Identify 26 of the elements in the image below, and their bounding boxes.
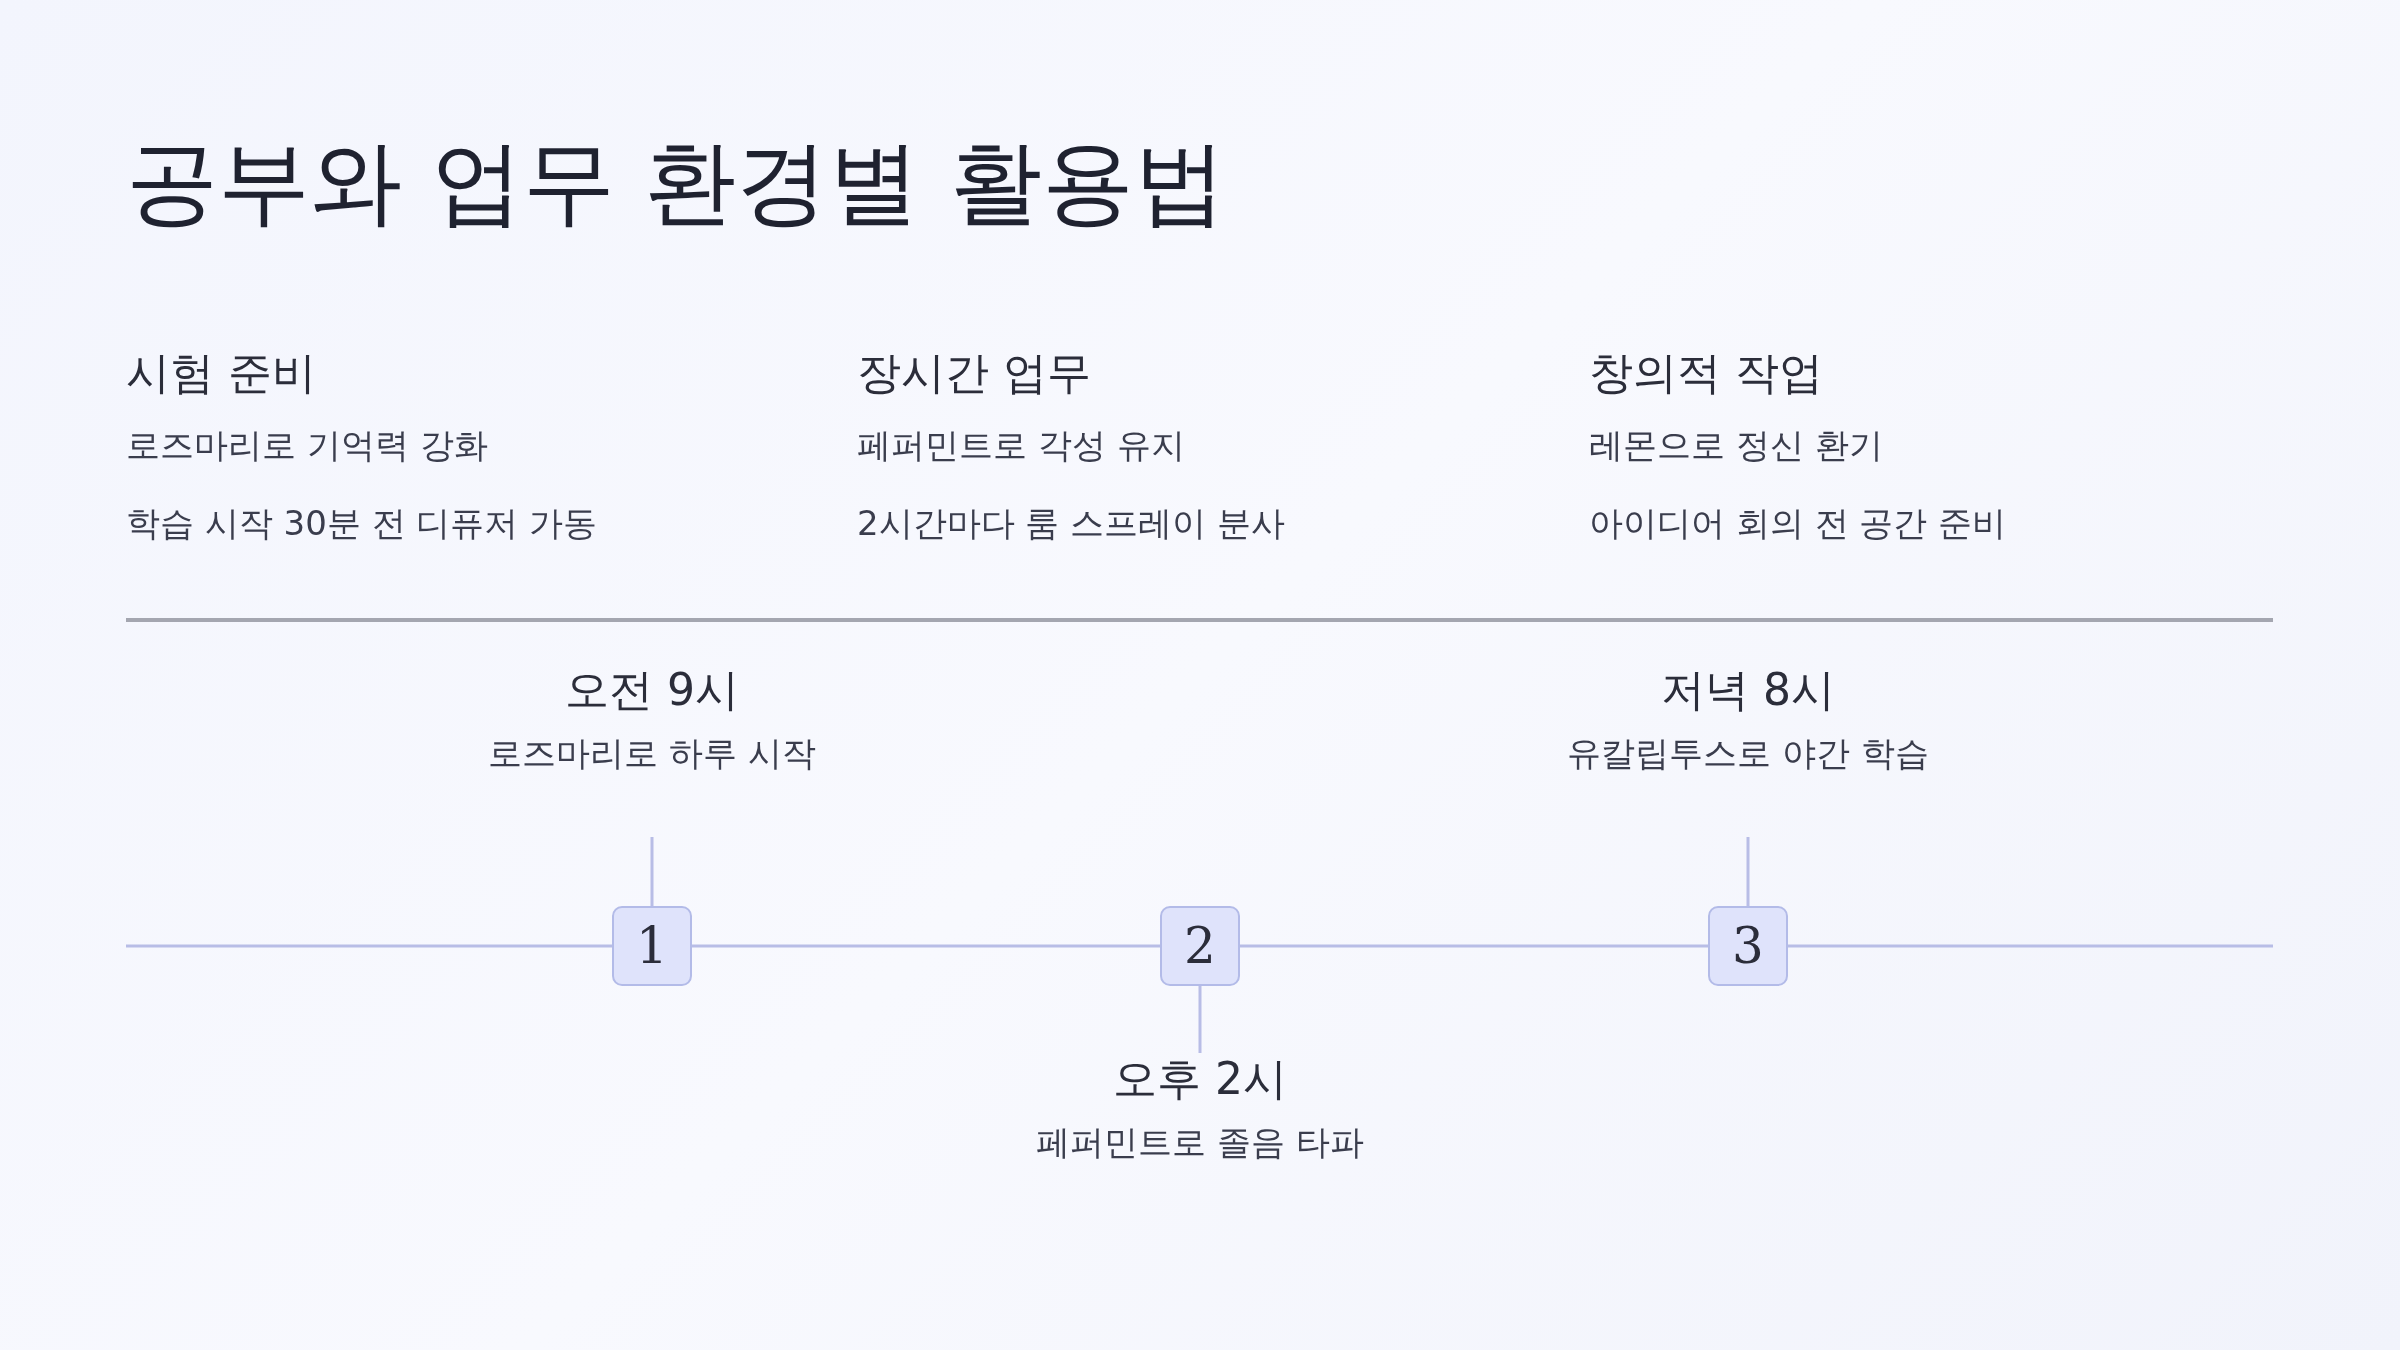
time-description: 페퍼민트로 졸음 타파 bbox=[1036, 1121, 1364, 1163]
timeline-line bbox=[1198, 986, 1202, 1053]
time-description: 유칼립투스로 야간 학습 bbox=[1567, 732, 1929, 774]
timeline-line bbox=[650, 837, 654, 906]
time-heading: 오후 2시 bbox=[1113, 1053, 1287, 1106]
time-heading: 오전 9시 bbox=[565, 664, 739, 717]
step-number-box: 3 bbox=[1708, 906, 1788, 986]
timeline-line bbox=[126, 944, 612, 948]
body-text: 학습 시작 30분 전 디퓨저 가동 bbox=[126, 503, 598, 544]
column-heading: 장시간 업무 bbox=[857, 347, 1091, 400]
time-heading: 저녁 8시 bbox=[1661, 664, 1835, 717]
title: 공부와 업무 환경별 활용법 bbox=[126, 128, 1226, 238]
body-text: 페퍼민트로 각성 유지 bbox=[857, 425, 1185, 466]
time-description: 로즈마리로 하루 시작 bbox=[488, 732, 816, 774]
body-text: 아이디어 회의 전 공간 준비 bbox=[1589, 503, 2007, 544]
body-text: 레몬으로 정신 환기 bbox=[1589, 425, 1883, 466]
timeline-line bbox=[692, 944, 1160, 948]
column-heading: 창의적 작업 bbox=[1589, 347, 1823, 400]
timeline-line bbox=[1788, 944, 2273, 948]
column-heading: 시험 준비 bbox=[126, 347, 316, 400]
step-number-box: 2 bbox=[1160, 906, 1240, 986]
step-number-box: 1 bbox=[612, 906, 692, 986]
body-text: 2시간마다 룸 스프레이 분사 bbox=[857, 503, 1286, 544]
body-text: 로즈마리로 기억력 강화 bbox=[126, 425, 488, 466]
timeline-line bbox=[1746, 837, 1750, 906]
timeline-line bbox=[1240, 944, 1708, 948]
